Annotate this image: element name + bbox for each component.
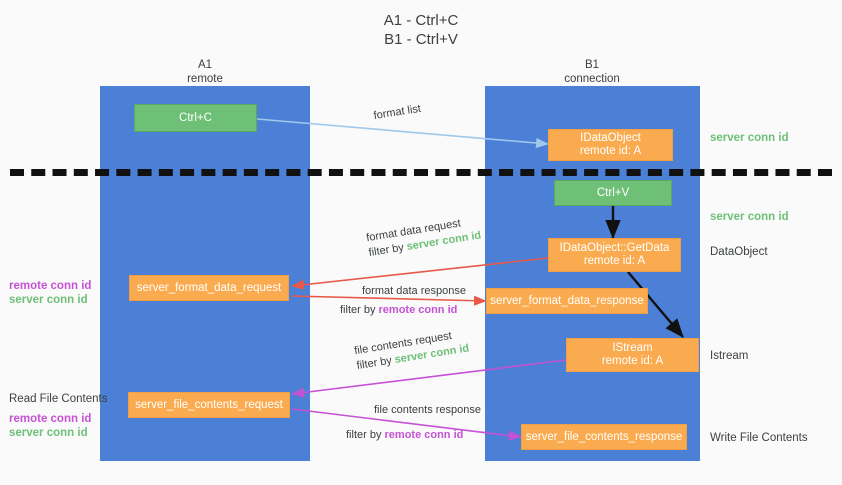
box-idataobject-line1: IDataObject	[580, 132, 641, 144]
label-server-conn-id-lower: server conn id	[9, 427, 88, 439]
label-write-file-contents: Write File Contents	[710, 432, 808, 444]
box-getdata-line1: IDataObject::GetData	[559, 242, 670, 254]
edge-label-file-contents-response: file contents response filter by remote …	[346, 403, 482, 443]
label-remote-conn-id-lower: remote conn id	[9, 413, 92, 425]
box-istream-line1: IStream	[612, 342, 653, 354]
label-server-conn-id-mid: server conn id	[710, 211, 789, 223]
format-data-response-filter: filter by remote conn id	[340, 303, 466, 318]
box-getdata-line2: remote id: A	[583, 255, 646, 267]
lane-a1-role: remote	[187, 73, 223, 85]
label-server-conn-id-top: server conn id	[710, 132, 789, 144]
box-idataobject-line2: remote id: A	[579, 145, 642, 157]
diagram-title: A1 - Ctrl+C B1 - Ctrl+V	[0, 11, 842, 49]
filter-prefix: filter by	[346, 429, 385, 441]
box-idataobject[interactable]: IDataObject remote id: A	[548, 129, 673, 161]
edge-label-format-data-response: format data response filter by remote co…	[340, 284, 466, 318]
box-ctrl-c[interactable]: Ctrl+C	[134, 104, 257, 132]
box-istream[interactable]: IStream remote id: A	[566, 338, 699, 372]
label-remote-conn-id-upper: remote conn id	[9, 280, 92, 292]
box-ctrl-v[interactable]: Ctrl+V	[554, 180, 672, 206]
box-server-format-data-response[interactable]: server_format_data_response	[486, 288, 648, 314]
edge-label-format-list: format list	[372, 102, 422, 123]
lane-header-a1: A1 remote	[145, 58, 265, 86]
title-line-2: B1 - Ctrl+V	[384, 31, 458, 48]
title-line-1: A1 - Ctrl+C	[383, 12, 459, 29]
box-server-format-data-request[interactable]: server_format_data_request	[129, 275, 289, 301]
label-conn-ids-upper: remote conn id server conn id	[9, 279, 91, 307]
box-server-file-contents-response[interactable]: server_file_contents_response	[521, 424, 687, 450]
label-server-conn-id-upper: server conn id	[9, 294, 88, 306]
filter-prefix: filter by	[340, 304, 379, 316]
lane-b1-name: B1	[584, 59, 600, 71]
phase-divider	[10, 169, 832, 176]
label-read-file-contents: Read File Contents	[9, 393, 108, 405]
label-dataobject: DataObject	[710, 246, 768, 258]
box-idataobject-getdata[interactable]: IDataObject::GetData remote id: A	[548, 238, 681, 272]
label-istream: Istream	[710, 350, 749, 362]
label-conn-ids-lower: remote conn id server conn id	[9, 412, 91, 440]
file-contents-response-filter: filter by remote conn id	[346, 428, 481, 443]
lane-b1-role: connection	[564, 73, 620, 85]
edge-label-file-contents-request: file contents request filter by server c…	[353, 327, 470, 374]
edge-label-format-data-request: format data request filter by server con…	[365, 214, 482, 261]
filter-value-remote-conn-id: remote conn id	[384, 429, 464, 441]
file-contents-response-text: file contents response	[374, 404, 482, 416]
box-istream-line2: remote id: A	[601, 355, 664, 367]
filter-value-remote-conn-id: remote conn id	[378, 304, 458, 316]
lane-header-b1: B1 connection	[532, 58, 652, 86]
lane-a1-name: A1	[197, 59, 213, 71]
format-data-response-text: format data response	[362, 285, 466, 297]
box-server-file-contents-request[interactable]: server_file_contents_request	[128, 392, 290, 418]
